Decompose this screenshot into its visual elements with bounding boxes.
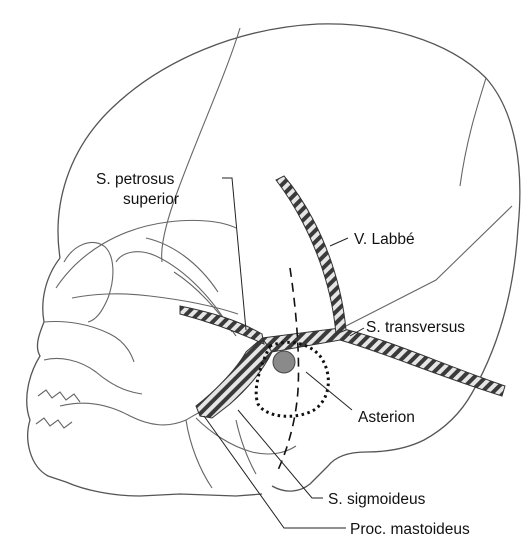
temporal-line xyxy=(56,220,236,288)
occipital-line xyxy=(460,78,486,186)
venous-sinuses xyxy=(180,176,505,418)
maxilla xyxy=(44,359,142,395)
skull-features xyxy=(36,28,512,488)
label-transversus: S. transversus xyxy=(366,319,465,336)
label-sigmoideus: S. sigmoideus xyxy=(328,491,426,508)
sphenoid-line xyxy=(44,322,134,363)
asterion-marker xyxy=(256,268,328,470)
sigmoid-sinus xyxy=(196,338,272,418)
teeth-upper xyxy=(38,390,80,402)
leader-sigmoideus xyxy=(238,410,323,498)
leader-mastoideus xyxy=(204,416,346,528)
skull-outline xyxy=(27,24,520,496)
cranium-outline xyxy=(58,24,520,491)
leader-labbe xyxy=(330,238,348,246)
label-petrosus-line1: S. petrosus xyxy=(96,171,175,188)
leader-petrosus xyxy=(222,178,246,330)
mastoid-region xyxy=(196,418,296,454)
label-labbe: V. Labbé xyxy=(354,231,415,248)
label-petrosus-line2: superior xyxy=(123,191,179,208)
superior-petrosal-sinus xyxy=(180,306,264,344)
asterion-dotted-outline xyxy=(256,342,328,416)
mandible-ramus xyxy=(186,420,212,488)
label-asterion: Asterion xyxy=(358,409,415,426)
ear-canal-back xyxy=(146,238,218,292)
teeth-lower xyxy=(36,418,72,428)
vein-of-labbe xyxy=(276,176,346,334)
lambdoid-suture xyxy=(342,206,512,328)
label-mastoideus: Proc. mastoideus xyxy=(350,521,470,538)
orbit xyxy=(64,243,113,322)
asterion-dot xyxy=(273,351,295,373)
